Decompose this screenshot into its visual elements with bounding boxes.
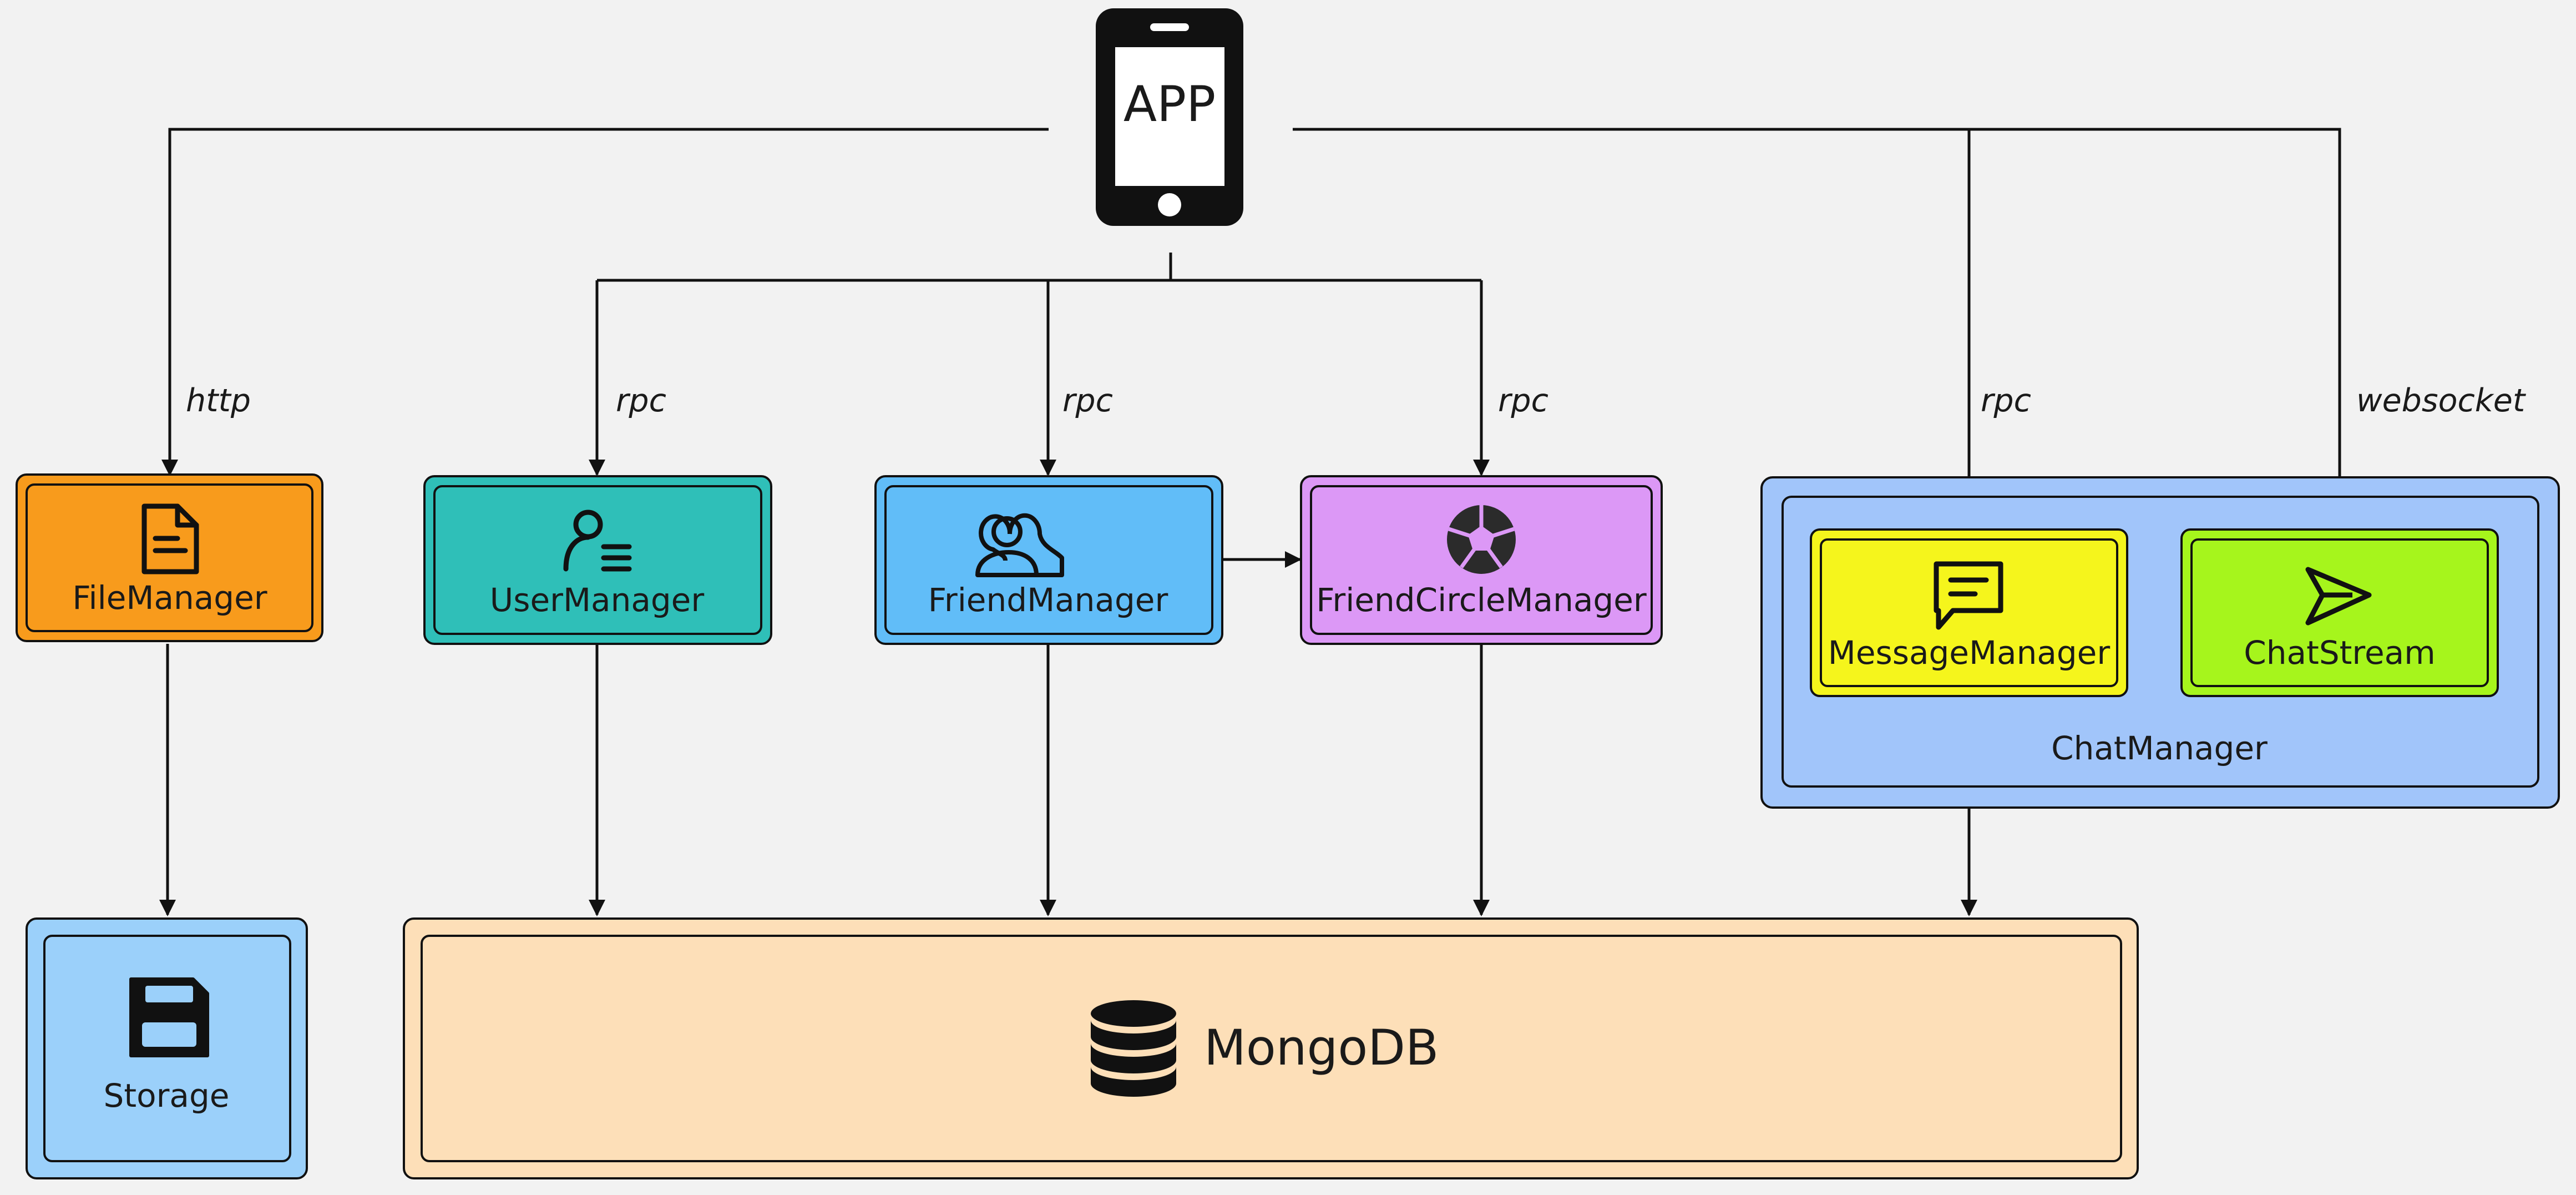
edge-app-filemanager — [161, 128, 1049, 476]
protocol-label-friend: rpc — [1062, 382, 1113, 419]
app-label: APP — [1123, 75, 1216, 133]
message-manager-label: MessageManager — [1828, 634, 2111, 672]
storage-node[interactable]: Storage — [26, 917, 308, 1179]
user-manager-label: UserManager — [490, 581, 705, 619]
file-manager-node[interactable]: FileManager — [16, 473, 323, 642]
file-manager-label: FileManager — [72, 579, 267, 617]
protocol-label-circle: rpc — [1498, 382, 1548, 419]
user-list-icon — [563, 510, 632, 572]
mongodb-node[interactable]: MongoDB — [403, 917, 2139, 1179]
friend-circle-manager-label: FriendCircleManager — [1316, 581, 1647, 619]
mongodb-label: MongoDB — [1204, 1019, 1439, 1076]
edge-app-right — [1293, 128, 2348, 530]
connectors — [159, 128, 2348, 916]
app-node[interactable]: APP — [1096, 8, 1243, 226]
document-icon — [141, 503, 199, 574]
friend-manager-node[interactable]: FriendManager — [874, 475, 1223, 645]
phone-screen — [1115, 47, 1224, 186]
floppy-disk-icon — [129, 977, 209, 1057]
protocol-label-file: http — [186, 382, 251, 419]
chat-stream-label: ChatStream — [2244, 634, 2435, 672]
database-icon — [1091, 1000, 1176, 1097]
two-users-icon — [975, 513, 1064, 577]
friend-circle-manager-node[interactable]: FriendCircleManager — [1300, 475, 1663, 645]
phone-speaker — [1150, 23, 1189, 31]
aperture-icon — [1447, 505, 1516, 574]
send-icon — [2305, 567, 2372, 626]
storage-label: Storage — [104, 1077, 230, 1115]
friend-manager-label: FriendManager — [928, 581, 1168, 619]
message-manager-node[interactable]: MessageManager — [1810, 528, 2128, 697]
user-manager-node[interactable]: UserManager — [423, 475, 772, 645]
protocol-label-message: rpc — [1981, 382, 2031, 419]
message-bubble-icon — [1934, 561, 2003, 630]
protocol-label-stream: websocket — [2356, 382, 2527, 419]
phone-home-button — [1158, 193, 1181, 216]
chat-manager-label: ChatManager — [2051, 729, 2268, 767]
protocol-label-user: rpc — [616, 382, 666, 419]
chat-stream-node[interactable]: ChatStream — [2180, 528, 2499, 697]
